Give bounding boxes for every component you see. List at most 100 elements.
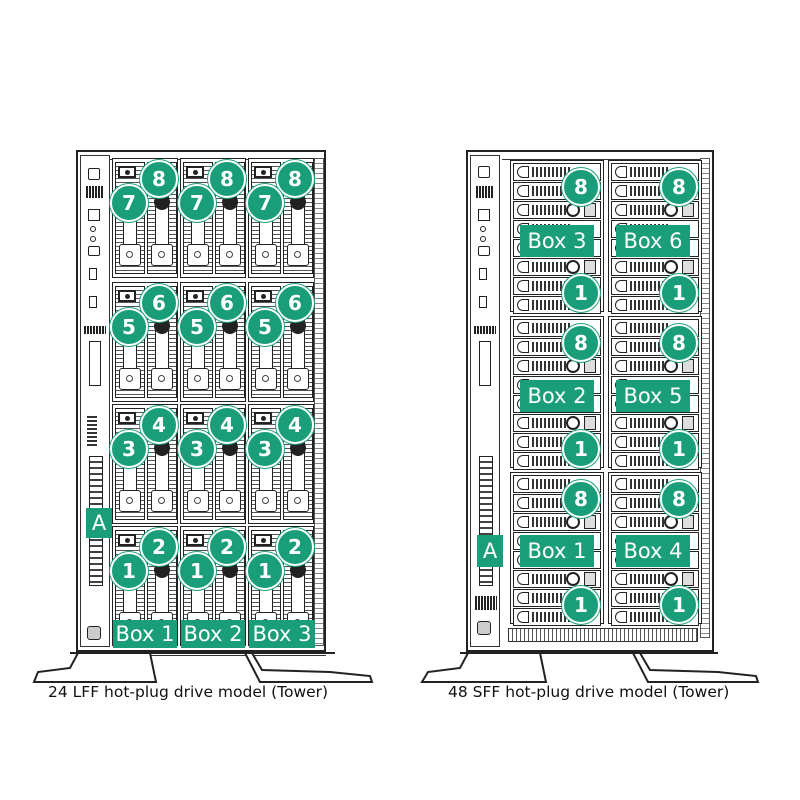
lff-drive-led-icon [186,412,204,424]
box-label: Box 4 [616,535,690,567]
bay-number-badge: 8 [660,168,698,206]
drive-lip [517,516,529,528]
bay-number-badge: 8 [562,480,600,518]
drive-grip [630,323,668,333]
nic-led-icon [90,236,96,242]
lff-drive-release-tab [151,368,173,390]
lff-drive-led-icon [254,534,272,546]
drive-lip [517,573,529,585]
lff-drive-led-icon [118,290,136,302]
drive-grip [630,262,668,272]
health-led-icon [90,226,96,232]
drive-lip [517,497,529,509]
drive-grip [532,612,570,622]
lff-drive-led-icon [118,166,136,178]
drive-lip [615,611,627,623]
bay-number-badge: 6 [140,284,178,322]
lff-drive-led-icon [118,534,136,546]
drive-grip [630,498,668,508]
drive-lip [615,341,627,353]
lff-drive-led-icon [186,534,204,546]
sff-led-icon [682,572,694,586]
bay-number-badge: 1 [110,552,148,590]
sff-release-button-icon [566,260,580,274]
lock-icon [477,621,491,635]
drive-lip [615,417,627,429]
drive-lip [517,592,529,604]
nic-led-icon [480,236,486,242]
drive-lip [517,611,529,623]
lff-drive-latch-icon [290,318,306,334]
lff-drive-release-tab [119,490,141,512]
drive-lip [517,478,529,490]
drive-grip [532,167,570,177]
sff-release-button-icon [566,572,580,586]
serial-label-icon [476,186,494,198]
sff-release-button-icon [664,260,678,274]
optical-drive-slot [479,341,491,386]
lff-drive-release-tab [219,244,241,266]
sff-led-icon [584,260,596,274]
drive-lip [615,436,627,448]
drive-grip [532,361,570,371]
lff-drive-release-tab [119,244,141,266]
drive-lip [615,592,627,604]
drive-grip [532,323,570,333]
drive-grip [532,593,570,603]
power-button-icon [88,168,100,180]
bay-number-badge: 1 [246,552,284,590]
drive-lip [517,185,529,197]
lff-drive-release-tab [151,244,173,266]
drive-lip [615,497,627,509]
lff-drive-release-tab [187,244,209,266]
power-button-icon [478,166,490,178]
lff-drive-release-tab [287,490,309,512]
lff-drive-led-icon [254,166,272,178]
lff-feet-icon [32,652,374,683]
drive-grip [532,574,570,584]
drive-lip [615,322,627,334]
drive-lip [615,455,627,467]
drive-grip [630,281,668,291]
bay-number-badge: 8 [140,160,178,198]
lff-drive-release-tab [255,368,277,390]
lff-control-panel [80,155,110,647]
sff-control-panel [470,155,500,647]
lff-drive-latch-icon [154,562,170,578]
lff-drive-release-tab [219,490,241,512]
drive-lip [615,360,627,372]
drive-grip [532,479,570,489]
drive-grip [630,479,668,489]
drive-lip [615,261,627,273]
lff-drive-led-icon [118,412,136,424]
bay-number-badge: 7 [178,184,216,222]
bay-number-badge: 4 [276,406,314,444]
lff-drive-led-icon [254,290,272,302]
lff-drive-led-icon [186,290,204,302]
box-label: Box 6 [616,225,690,257]
drive-lip [615,299,627,311]
sff-caption: 48 SFF hot-plug drive model (Tower) [448,683,730,701]
lff-drive-release-tab [287,244,309,266]
drive-led-icon [478,246,490,256]
usb-port-icon [479,296,487,308]
drive-grip [630,300,668,310]
box-label: Box 2 [181,620,245,648]
bay-number-badge: 3 [246,430,284,468]
box-label: Box 2 [520,380,594,412]
drive-led-icon [88,246,100,256]
bay-number-badge: 2 [140,528,178,566]
drive-lip [615,573,627,585]
drive-lip [615,185,627,197]
drive-grip [532,456,570,466]
drive-grip [532,342,570,352]
drive-grip [630,186,668,196]
drive-lip [615,516,627,528]
bay-number-badge: 5 [110,308,148,346]
bay-number-badge: 3 [178,430,216,468]
lff-drive-latch-icon [222,318,238,334]
sff-led-icon [584,572,596,586]
bay-number-badge: 1 [562,586,600,624]
drive-lip [615,204,627,216]
bay-number-badge: 8 [208,160,246,198]
